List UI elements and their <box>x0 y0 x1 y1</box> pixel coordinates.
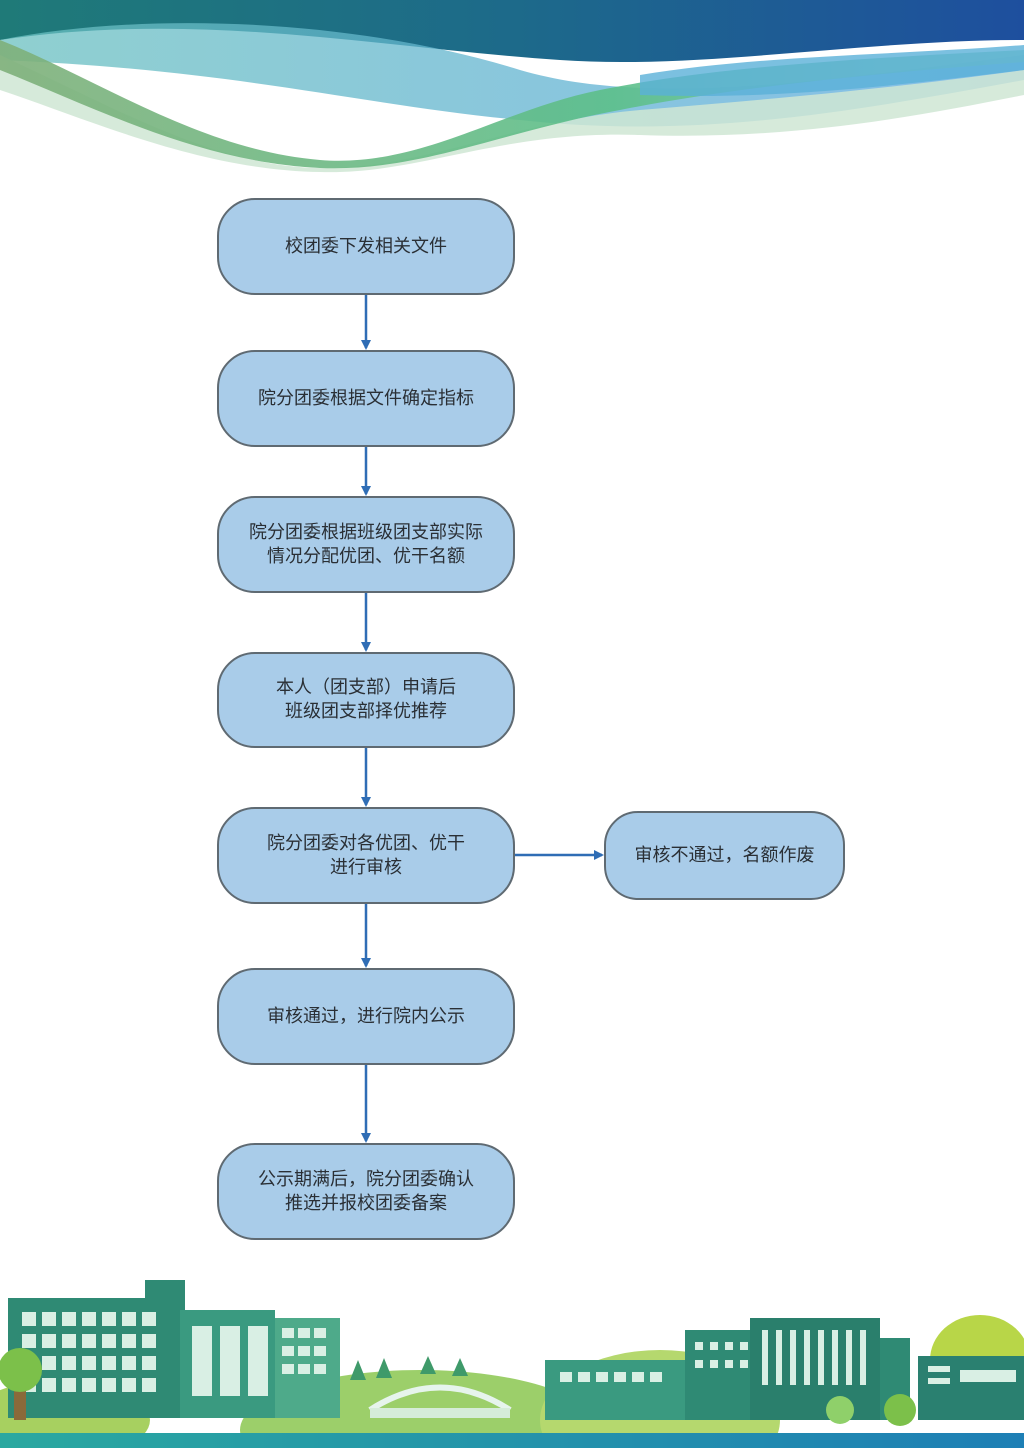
flow-step-3-text: 院分团委根据班级团支部实际 情况分配优团、优干名额 <box>249 521 483 567</box>
flow-step-3: 院分团委根据班级团支部实际 情况分配优团、优干名额 <box>217 496 515 593</box>
left-building-icon <box>8 1280 340 1418</box>
flow-step-4: 本人（团支部）申请后 班级团支部择优推荐 <box>217 652 515 748</box>
flow-step-6-text: 审核通过，进行院内公示 <box>267 1005 465 1027</box>
flow-step-4-text: 本人（团支部）申请后 班级团支部择优推荐 <box>276 677 456 722</box>
header-wave-decoration <box>0 0 1024 173</box>
flow-step-7: 公示期满后，院分团委确认 推选并报校团委备案 <box>217 1143 515 1240</box>
flow-step-6: 审核通过，进行院内公示 <box>217 968 515 1065</box>
flow-step-1-text: 校团委下发相关文件 <box>285 235 447 257</box>
flow-branch-rejected: 审核不通过，名额作废 <box>604 811 845 900</box>
campus-skyline-decoration <box>0 1280 1024 1448</box>
flow-step-2-text: 院分团委根据文件确定指标 <box>258 387 474 409</box>
flow-step-7-text: 公示期满后，院分团委确认 推选并报校团委备案 <box>258 1168 474 1214</box>
tree-icon <box>0 1348 42 1420</box>
ground-strip <box>0 1433 1024 1448</box>
bridge-icon <box>350 1356 512 1418</box>
flow-step-5: 院分团委对各优团、优干 进行审核 <box>217 807 515 904</box>
flow-step-5-text: 院分团委对各优团、优干 进行审核 <box>267 832 465 878</box>
flow-step-2: 院分团委根据文件确定指标 <box>217 350 515 447</box>
right-building-icon <box>545 1318 1024 1426</box>
flow-step-1: 校团委下发相关文件 <box>217 198 515 295</box>
flow-branch-rejected-text: 审核不通过，名额作废 <box>634 844 815 866</box>
